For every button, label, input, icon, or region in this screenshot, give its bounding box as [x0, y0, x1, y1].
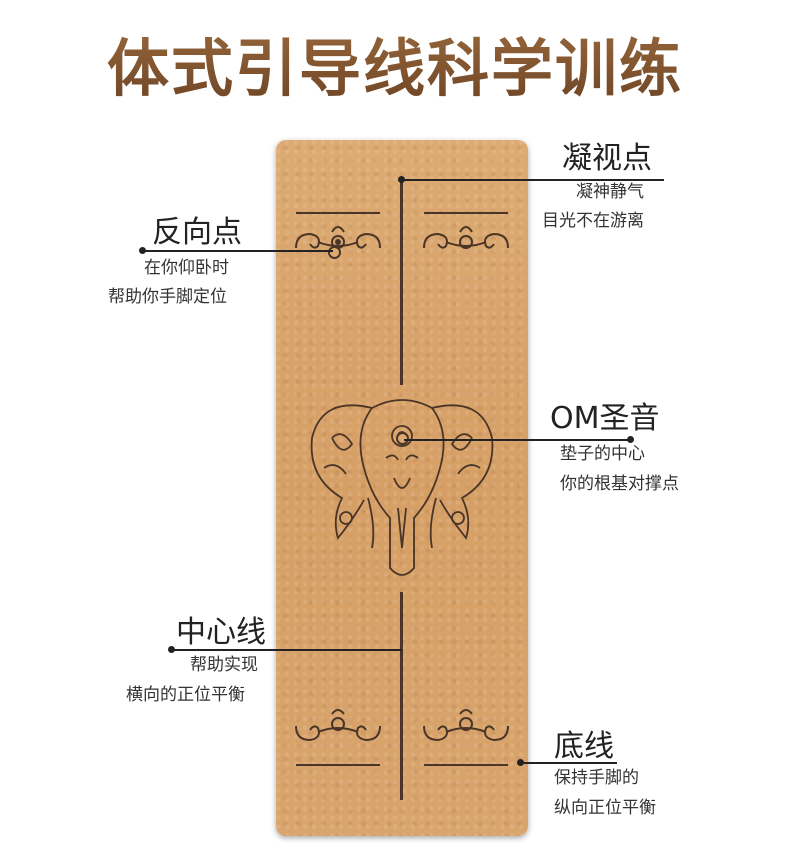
callout-line-1: 保持手脚的: [554, 768, 639, 788]
callout-title: 凝视点: [562, 141, 652, 176]
leader-line: [521, 762, 617, 764]
yoga-mat: [276, 140, 528, 836]
callout-title: 反向点: [152, 215, 242, 250]
center-guide-line-bottom: [400, 592, 403, 800]
center-guide-line-top: [400, 178, 403, 385]
leader-line: [143, 250, 333, 252]
lotus-ornament-icon: [423, 226, 509, 249]
leader-line: [404, 439, 630, 441]
lotus-ornament-icon: [295, 709, 381, 742]
lotus-ornament-icon: [423, 709, 509, 742]
callout-line-1: 凝神静气: [576, 182, 644, 202]
leader-line: [402, 179, 664, 181]
top-left-guide-line: [296, 212, 380, 214]
callout-line-2: 纵向正位平衡: [554, 798, 656, 818]
reverse-point-marker: [328, 246, 341, 259]
callout-title: OM圣音: [550, 401, 660, 436]
callout-line-2: 帮助你手脚定位: [108, 287, 227, 307]
leader-line: [172, 649, 402, 651]
callout-line-2: 横向的正位平衡: [126, 685, 245, 705]
callout-title: 底线: [554, 729, 614, 764]
leader-dot: [627, 436, 634, 443]
callout-line-1: 帮助实现: [190, 655, 258, 675]
om-point-marker: [396, 432, 409, 445]
callout-line-1: 在你仰卧时: [144, 258, 229, 278]
leader-dot: [517, 759, 524, 766]
leader-dot: [398, 176, 405, 183]
bottom-left-guide-line: [296, 764, 380, 766]
callout-line-1: 垫子的中心: [560, 444, 645, 464]
bottom-right-guide-line: [424, 764, 508, 766]
callout-line-2: 你的根基对撑点: [560, 474, 679, 494]
elephant-mandala-icon: [310, 399, 494, 576]
callout-line-2: 目光不在游离: [542, 211, 644, 231]
leader-dot: [168, 646, 175, 653]
callout-title: 中心线: [176, 615, 266, 650]
top-right-guide-line: [424, 212, 508, 214]
page-title: 体式引导线科学训练: [0, 18, 790, 108]
leader-dot: [139, 247, 146, 254]
